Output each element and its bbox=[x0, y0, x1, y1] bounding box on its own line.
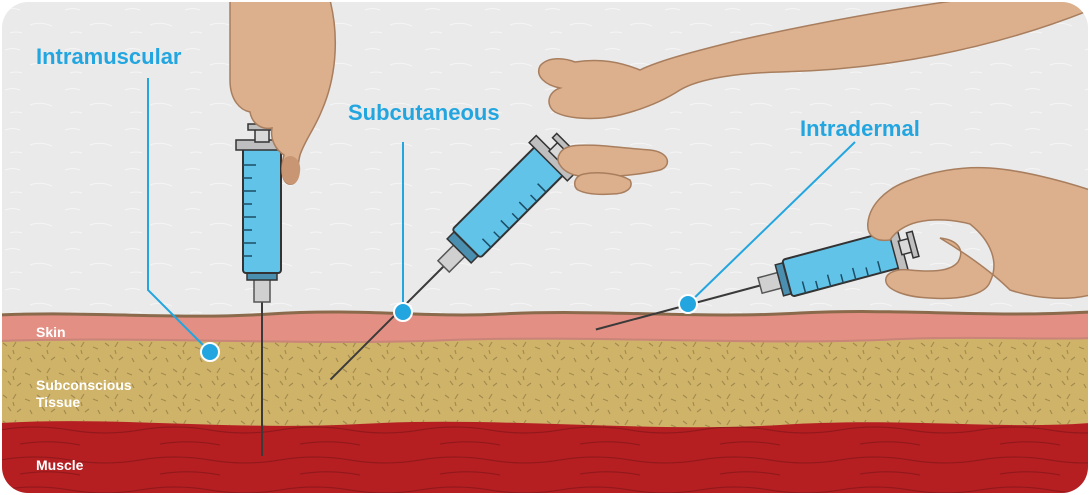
callout-dot-icon bbox=[201, 343, 219, 361]
layer-label-tissue-line1: Subconscious bbox=[36, 377, 132, 393]
label-intradermal: Intradermal bbox=[800, 116, 920, 142]
label-subcutaneous: Subcutaneous bbox=[348, 100, 500, 126]
callout-dot-icon bbox=[394, 303, 412, 321]
layer-label-muscle: Muscle bbox=[36, 457, 83, 473]
syringe-icon bbox=[243, 148, 281, 273]
label-intramuscular: Intramuscular bbox=[36, 44, 182, 70]
layer-label-skin: Skin bbox=[36, 324, 66, 340]
callout-dot-icon bbox=[679, 295, 697, 313]
layer-label-tissue-line2: Tissue bbox=[36, 394, 80, 410]
